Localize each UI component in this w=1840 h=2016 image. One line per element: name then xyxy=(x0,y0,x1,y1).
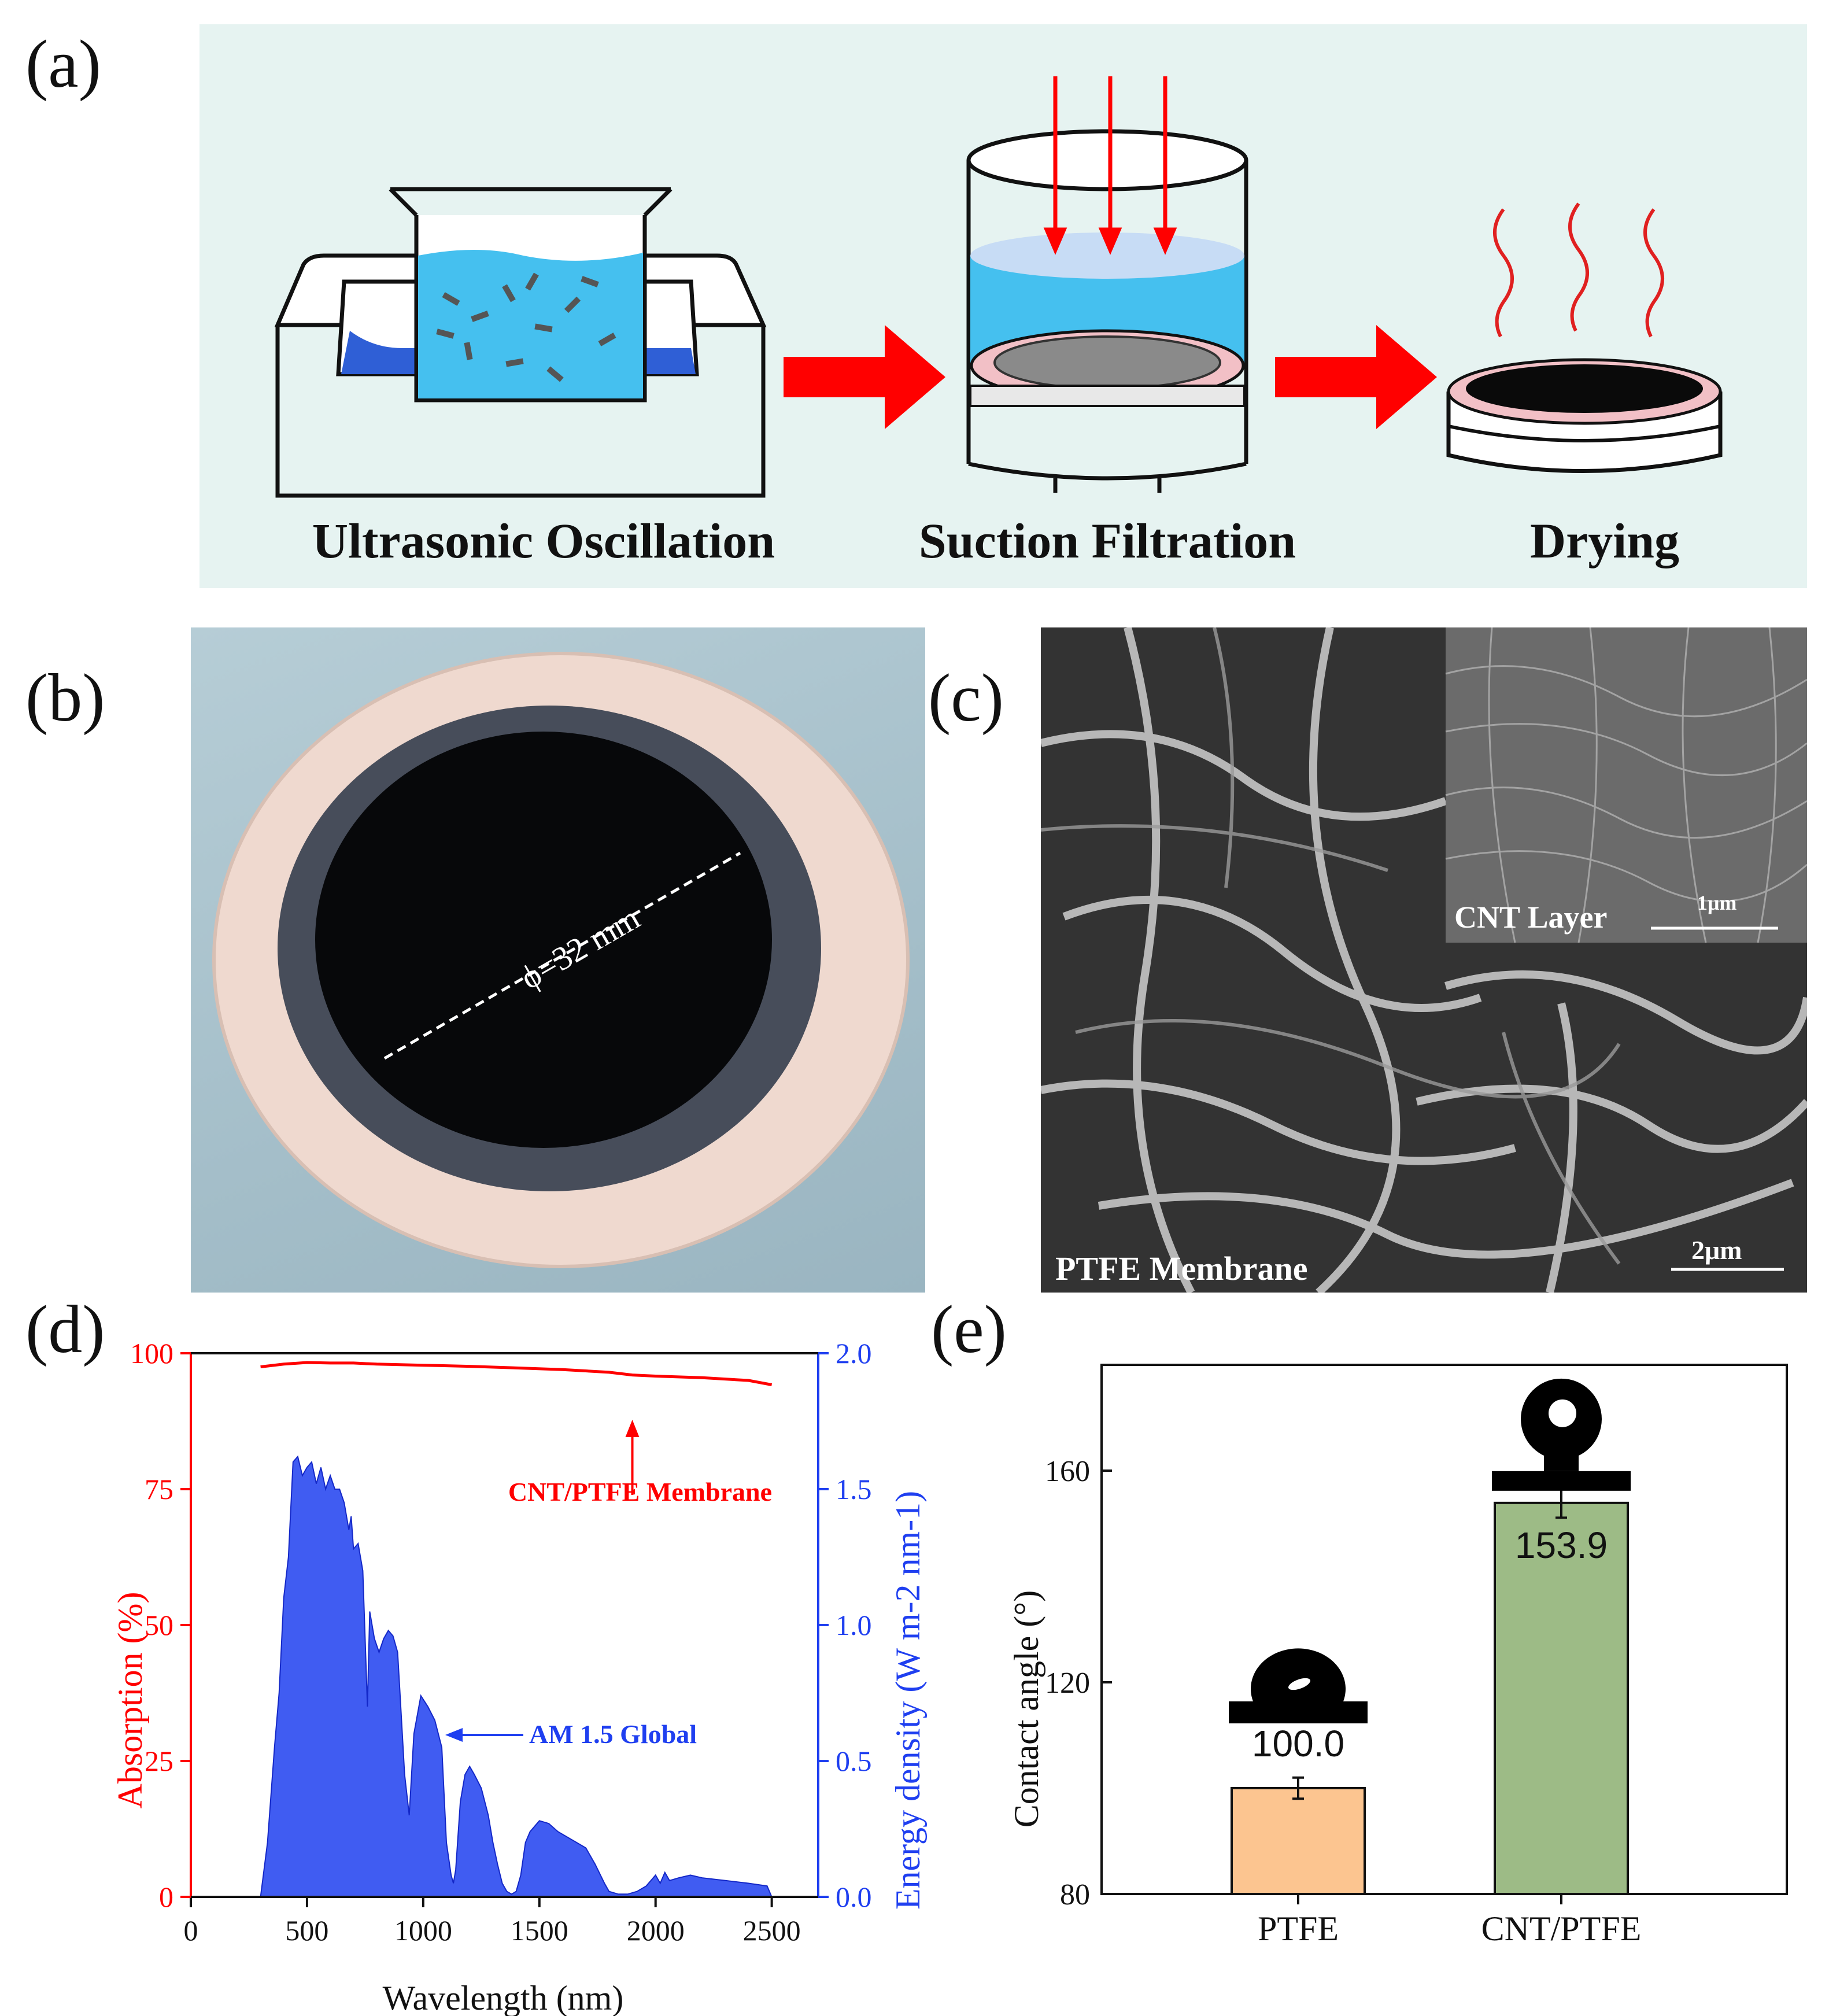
x-tick-label: 2000 xyxy=(627,1914,685,1947)
panel-label-b: (b) xyxy=(25,660,105,736)
x-tick-label: CNT/PTFE xyxy=(1481,1910,1642,1948)
bar-cnt-ptfe xyxy=(1494,1501,1629,1895)
absorption-chart: 0 500 1000 1500 2000 2500 0 25 50 75 100 0.0 0.5 1.0 1… xyxy=(111,1337,927,2016)
membrane-cnt-disk xyxy=(315,732,772,1148)
droplet-ptfe-icon xyxy=(1251,1648,1346,1701)
beaker-icon xyxy=(389,187,673,403)
y-tick-label-left: 75 xyxy=(145,1473,173,1505)
y-tick-label-left: 25 xyxy=(145,1745,173,1777)
x-tick-label: 1500 xyxy=(511,1914,568,1947)
heat-waves-icon xyxy=(1493,202,1664,338)
y-tick-label-left: 50 xyxy=(145,1609,173,1641)
panel-label-c: (c) xyxy=(928,660,1004,736)
y-axis-label-contact: Contact angle (°) xyxy=(1007,1590,1045,1828)
droplet-reflection xyxy=(1549,1399,1576,1427)
am15-spectrum-area xyxy=(260,1455,773,1897)
y-axis-label-right: Energy density (W m-2 nm-1) xyxy=(889,1491,927,1910)
y-tick-label-left: 100 xyxy=(130,1337,173,1369)
membrane-photo: ϕ=32 mm xyxy=(191,627,925,1293)
y-tick-label-right: 1.0 xyxy=(836,1609,872,1641)
y-axis-label-left: Absorption (%) xyxy=(111,1592,149,1809)
annotation-cnt-ptfe: CNT/PTFE Membrane xyxy=(508,1477,772,1507)
value-label-cnt-ptfe: 153.9 xyxy=(1515,1524,1608,1566)
droplet-substrate-ptfe xyxy=(1229,1701,1368,1723)
panel-label-e: (e) xyxy=(931,1291,1007,1367)
y-tick-label: 120 xyxy=(1045,1667,1090,1700)
droplet-substrate-cnt xyxy=(1492,1471,1631,1491)
panel-label-d: (d) xyxy=(25,1291,105,1367)
x-tick-label: 500 xyxy=(285,1914,328,1947)
y-tick-label-right: 1.5 xyxy=(836,1473,872,1505)
process-arrow-1 xyxy=(784,325,945,429)
sem-inset-scale: 1μm xyxy=(1697,891,1737,914)
absorption-line xyxy=(260,1361,773,1386)
y-tick-label-right: 0.0 xyxy=(836,1881,872,1913)
y-tick-label-right: 0.5 xyxy=(836,1745,872,1777)
sem-image: CNT Layer 1μm PTFE Membrane 2μm xyxy=(1041,627,1807,1293)
droplet-highlight xyxy=(1288,1678,1310,1690)
x-tick-label: 2500 xyxy=(743,1914,801,1947)
step-label-drying: Drying xyxy=(1530,513,1679,568)
y-tick-label: 160 xyxy=(1045,1455,1090,1488)
filtration-funnel-icon xyxy=(966,129,1248,493)
annotation-arrowhead-am15 xyxy=(445,1728,463,1742)
step-label-filtration: Suction Filtration xyxy=(918,513,1296,568)
dried-membrane-icon xyxy=(1446,358,1723,473)
bar-ptfe xyxy=(1231,1787,1366,1895)
sem-inset-label: CNT Layer xyxy=(1454,900,1608,935)
annotation-arrowhead-absorption xyxy=(625,1420,640,1437)
suction-arrows xyxy=(1043,76,1177,255)
value-label-ptfe: 100.0 xyxy=(1252,1723,1344,1764)
x-tick-label: 0 xyxy=(184,1914,198,1947)
sem-main-scale: 2μm xyxy=(1691,1235,1742,1265)
x-tick-label: 1000 xyxy=(394,1914,452,1947)
x-tick-label: PTFE xyxy=(1258,1910,1339,1948)
y-tick-label-right: 2.0 xyxy=(836,1337,872,1369)
process-schematic xyxy=(199,24,1807,588)
panel-label-a: (a) xyxy=(25,26,101,102)
plot-frame xyxy=(1100,1364,1788,1895)
cnt-particles xyxy=(436,272,616,382)
y-tick-label: 80 xyxy=(1060,1878,1090,1911)
step-label-ultrasonic: Ultrasonic Oscillation xyxy=(312,513,775,568)
diameter-line xyxy=(383,851,741,1060)
sem-main-label: PTFE Membrane xyxy=(1055,1250,1308,1287)
process-arrow-2 xyxy=(1275,325,1437,429)
sem-fibers xyxy=(1041,627,1807,1293)
annotation-am15: AM 1.5 Global xyxy=(529,1719,697,1749)
y-tick-label-left: 0 xyxy=(159,1881,173,1913)
droplet-neck xyxy=(1544,1453,1579,1471)
x-axis-label: Wavelength (nm) xyxy=(383,1979,624,2016)
